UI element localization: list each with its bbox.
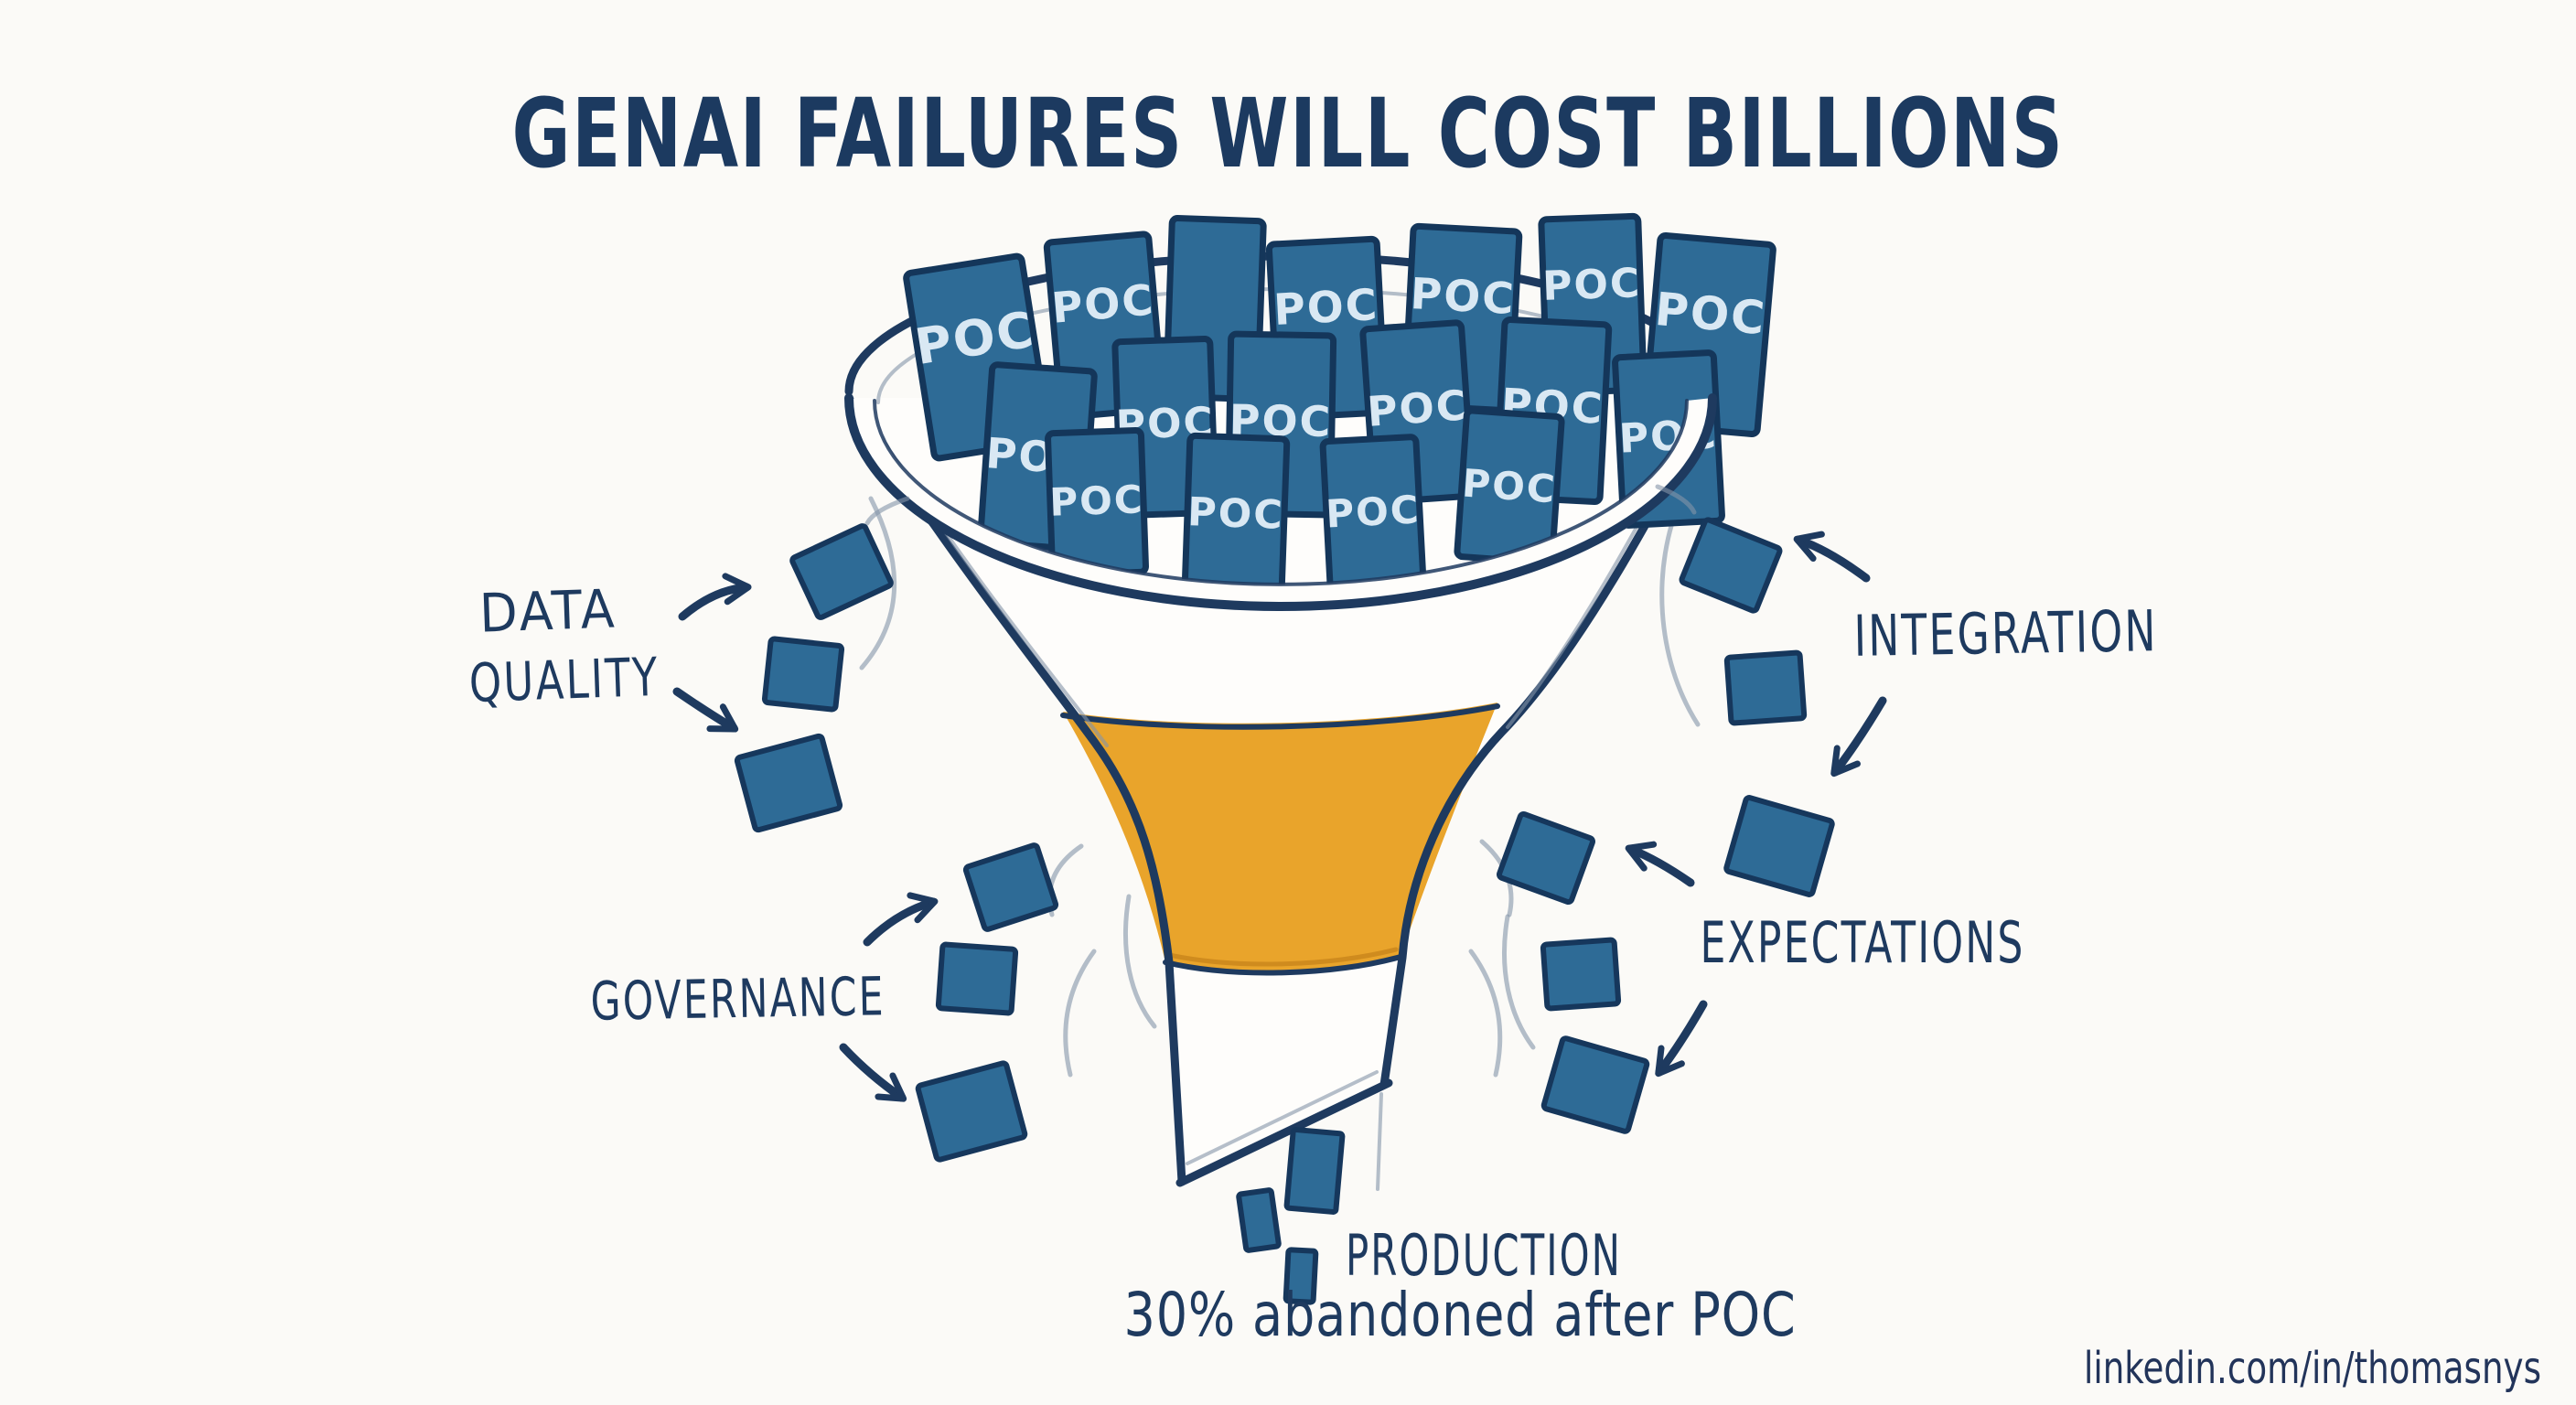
falling-block xyxy=(915,1060,1028,1163)
falling-block xyxy=(734,733,843,833)
falling-block xyxy=(1540,1035,1650,1134)
liquid xyxy=(1063,702,1497,973)
falling-block xyxy=(1283,1247,1319,1305)
label-data-quality-line1: DATA xyxy=(478,577,617,644)
governance-arrow-lower xyxy=(839,1043,907,1102)
poc-card-label: POC xyxy=(1541,260,1642,310)
funnel-rim-front xyxy=(844,393,1717,611)
data-quality-arrow-lower xyxy=(672,687,739,733)
poc-card-label: POC xyxy=(1653,283,1768,345)
poc-card: POC xyxy=(1045,426,1149,579)
liquid-top-edge xyxy=(1060,703,1500,730)
attribution-link: linkedin.com/in/thomasnys xyxy=(2084,1343,2541,1394)
label-expectations: EXPECTATIONS xyxy=(1701,909,2025,976)
poc-card-label: POC xyxy=(1049,274,1156,333)
caption-stat: 30% abandoned after POC xyxy=(1124,1280,1797,1350)
falling-block xyxy=(1723,649,1808,726)
falling-block xyxy=(1679,517,1783,614)
falling-block xyxy=(761,636,845,713)
label-data-quality-line2: QUALITY xyxy=(468,646,660,714)
falling-blocks-integration xyxy=(1679,517,1835,897)
callout-labels: DATA QUALITY GOVERNANCE INTEGRATION EXPE… xyxy=(468,577,2159,1289)
poc-card-label: POC xyxy=(1048,477,1144,525)
label-production: PRODUCTION xyxy=(1346,1222,1622,1289)
liquid-bottom-shade xyxy=(1166,947,1399,967)
poc-card: POC xyxy=(1454,407,1565,566)
falling-block xyxy=(1497,810,1595,906)
label-integration: INTEGRATION xyxy=(1853,597,2158,670)
governance-arrow-upper xyxy=(863,892,939,947)
page-title: GENAI FAILURES WILL COST BILLIONS xyxy=(512,78,2065,189)
integration-arrow-upper xyxy=(1793,531,1871,583)
falling-blocks-expectations xyxy=(1497,810,1650,1134)
poc-card-label: POC xyxy=(1409,269,1517,325)
label-governance: GOVERNANCE xyxy=(590,965,886,1033)
falling-block xyxy=(1236,1187,1282,1253)
falling-block xyxy=(962,842,1059,932)
falling-block xyxy=(789,523,894,620)
falling-block xyxy=(1283,1127,1346,1215)
poc-card-label: POC xyxy=(1272,280,1380,336)
poc-card-label: POC xyxy=(1186,489,1284,539)
falling-block xyxy=(935,941,1019,1016)
falling-blocks-data-quality xyxy=(734,523,894,833)
arrows xyxy=(672,531,1887,1102)
poc-card: POC xyxy=(1319,434,1427,593)
falling-block xyxy=(1540,937,1622,1012)
expectations-arrow-lower xyxy=(1655,1000,1708,1078)
poc-cards: POC POC POC POC POC POC POC xyxy=(903,212,1776,596)
expectations-arrow-upper xyxy=(1625,841,1695,887)
poc-card-label: POC xyxy=(1366,381,1470,436)
data-quality-arrow-upper xyxy=(678,573,752,621)
poc-card-label: POC xyxy=(1325,487,1422,536)
poc-card-label: POC xyxy=(1461,460,1558,511)
liquid-bottom-edge xyxy=(1163,954,1403,976)
funnel-spout-cut xyxy=(1175,1078,1393,1187)
falling-blocks-governance xyxy=(915,842,1059,1163)
integration-arrow-lower xyxy=(1830,696,1887,778)
falling-block xyxy=(1723,795,1835,897)
poc-card: POC xyxy=(1181,432,1291,596)
poc-card: POC xyxy=(977,361,1098,552)
falling-blocks-production xyxy=(1236,1127,1346,1305)
